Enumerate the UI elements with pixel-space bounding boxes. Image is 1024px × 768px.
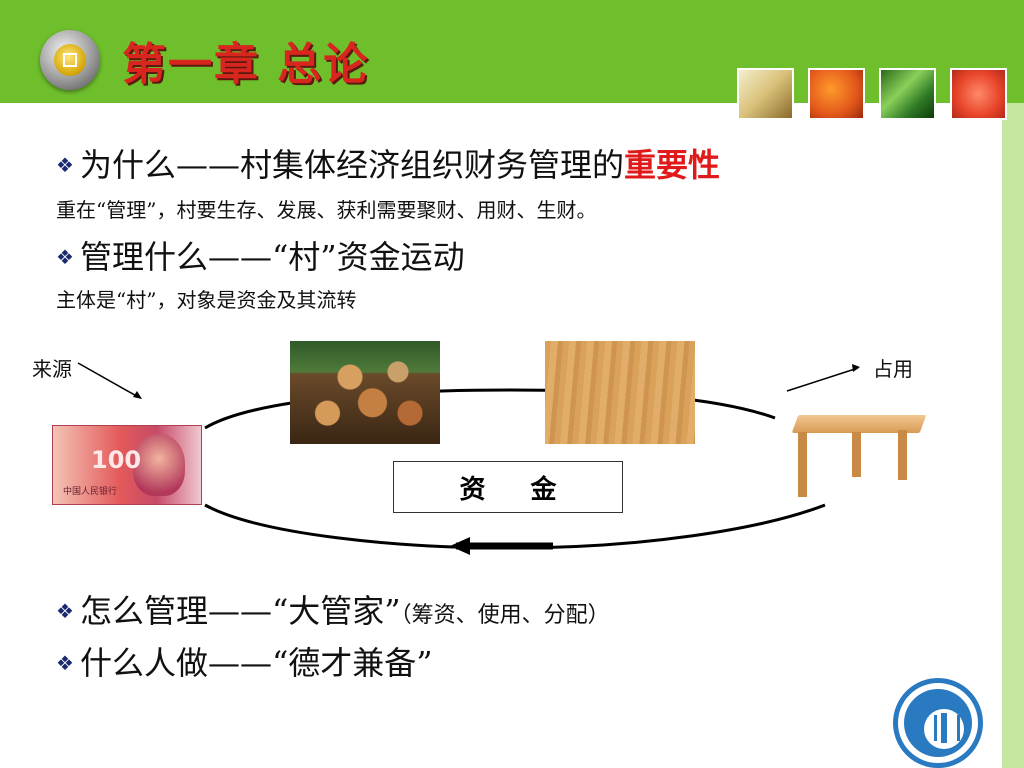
source-arrow [77, 362, 141, 399]
importance-highlight: 重要性 [623, 146, 720, 184]
banknote-value: 100 [91, 446, 142, 474]
chapter-icon [40, 30, 100, 90]
diamond-bullet-icon: ❖ [56, 599, 74, 623]
how-note: （筹资、使用、分配） [400, 603, 610, 628]
banknote-caption: 中国人民银行 [63, 487, 118, 497]
header-thumbnails [737, 68, 1007, 120]
green-vegetable-thumbnail [879, 68, 936, 120]
bullet-what: ❖管理什么——“村”资金运动 [56, 238, 465, 276]
fund-box: 资 金 [393, 461, 623, 513]
diamond-bullet-icon: ❖ [56, 245, 74, 269]
bullet-why: ❖为什么——村集体经济组织财务管理的重要性 [56, 146, 720, 184]
source-label: 来源 [32, 357, 72, 381]
bullet-how: ❖怎么管理——“大管家”（筹资、使用、分配） [56, 592, 610, 630]
wood-board-image [545, 341, 695, 444]
banknote-image: 100 中国人民银行 [52, 425, 202, 505]
slide-title: 第一章 总论 [122, 39, 370, 90]
college-seal-logo [893, 678, 983, 768]
diamond-bullet-icon: ❖ [56, 651, 74, 675]
bullet-who: ❖什么人做——“德才兼备” [56, 644, 433, 682]
use-arrow [786, 367, 859, 392]
tomato-thumbnail [950, 68, 1007, 120]
orange-thumbnail [808, 68, 865, 120]
subtext-what: 主体是“村”，对象是资金及其流转 [56, 288, 357, 312]
garlic-thumbnail [737, 68, 794, 120]
use-label: 占用 [873, 357, 913, 381]
right-sidebar-strip [1002, 103, 1024, 768]
subtext-why: 重在“管理”，村要生存、发展、获利需要聚财、用财、生财。 [56, 198, 597, 222]
wooden-table-image [790, 410, 935, 508]
diamond-bullet-icon: ❖ [56, 153, 74, 177]
portrait [133, 434, 185, 496]
timber-logs-image [290, 341, 440, 444]
